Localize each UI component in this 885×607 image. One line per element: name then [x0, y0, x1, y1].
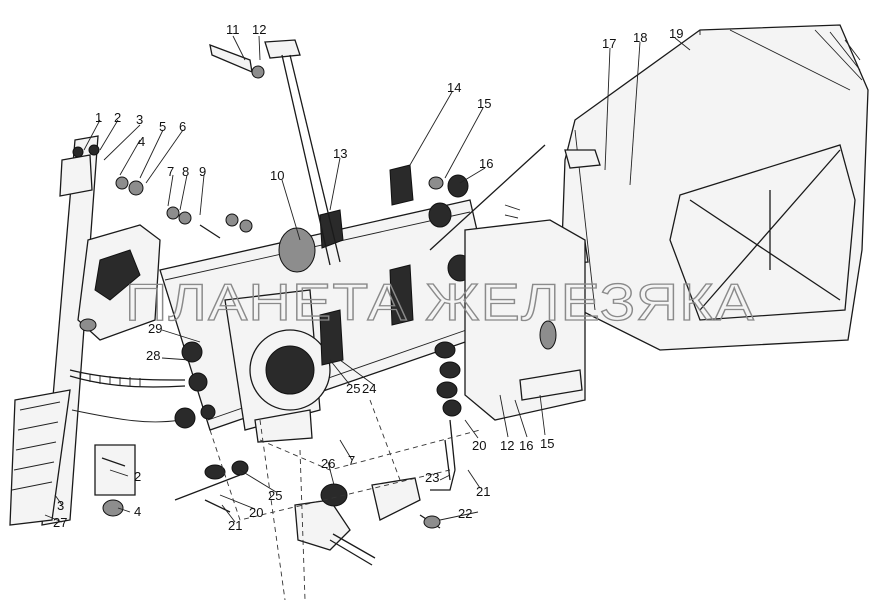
callout-8: 8 [182, 164, 189, 179]
battery-box-cover [544, 24, 869, 351]
callout-19: 19 [669, 26, 683, 41]
callout-17: 17 [602, 36, 616, 51]
lower-parts [94, 444, 441, 566]
callout-10: 10 [270, 168, 284, 183]
callout-24: 24 [362, 381, 376, 396]
callout-4: 4 [138, 134, 145, 149]
callout-27: 27 [53, 515, 67, 530]
callout-21-lower: 21 [228, 518, 242, 533]
callout-11: 11 [226, 22, 240, 37]
callout-20-right: 20 [472, 438, 486, 453]
watermark-text: ПЛАНЕТА ЖЕЛЕЗЯКА [125, 274, 755, 332]
callout-29: 29 [148, 321, 162, 336]
bolts-and-washers [115, 39, 341, 266]
callout-21-right: 21 [476, 484, 490, 499]
callout-18: 18 [633, 30, 647, 45]
callout-16-right: 16 [519, 438, 533, 453]
callout-1: 1 [95, 110, 102, 125]
callout-9: 9 [199, 164, 206, 179]
terminal-connectors [430, 341, 462, 491]
callout-6: 6 [179, 119, 186, 134]
relay-box-right [429, 144, 586, 421]
callout-15: 15 [477, 96, 491, 111]
callout-25-lower: 25 [268, 488, 282, 503]
callout-3: 3 [136, 112, 143, 127]
motor-unit [224, 289, 331, 443]
leader-lines [44, 35, 691, 523]
callout-12-right: 12 [500, 438, 514, 453]
callout-labels: 1 2 3 4 5 6 7 8 9 10 11 12 13 14 15 16 1… [53, 22, 683, 533]
callout-22: 22 [458, 506, 472, 521]
callout-2: 2 [114, 110, 121, 125]
callout-23: 23 [425, 470, 439, 485]
callout-5: 5 [159, 119, 166, 134]
callout-7: 7 [167, 164, 174, 179]
cable-harness [69, 369, 186, 423]
callout-3-lower: 3 [57, 498, 64, 513]
panel-grommets [174, 341, 216, 429]
callout-12: 12 [252, 22, 266, 37]
callout-20-lower: 20 [249, 505, 263, 520]
relay-housing [77, 224, 161, 341]
callout-14: 14 [447, 80, 461, 95]
callout-16: 16 [479, 156, 493, 171]
callout-25-upper: 25 [346, 381, 360, 396]
callout-28: 28 [146, 348, 160, 363]
callout-26: 26 [321, 456, 335, 471]
callout-15-right: 15 [540, 436, 554, 451]
callout-4-lower: 4 [134, 504, 141, 519]
panel-clamps [278, 164, 414, 366]
callout-13: 13 [333, 146, 347, 161]
side-frame-bar [9, 135, 100, 526]
callout-7-lower: 7 [348, 453, 355, 468]
callout-2-lower: 2 [134, 469, 141, 484]
